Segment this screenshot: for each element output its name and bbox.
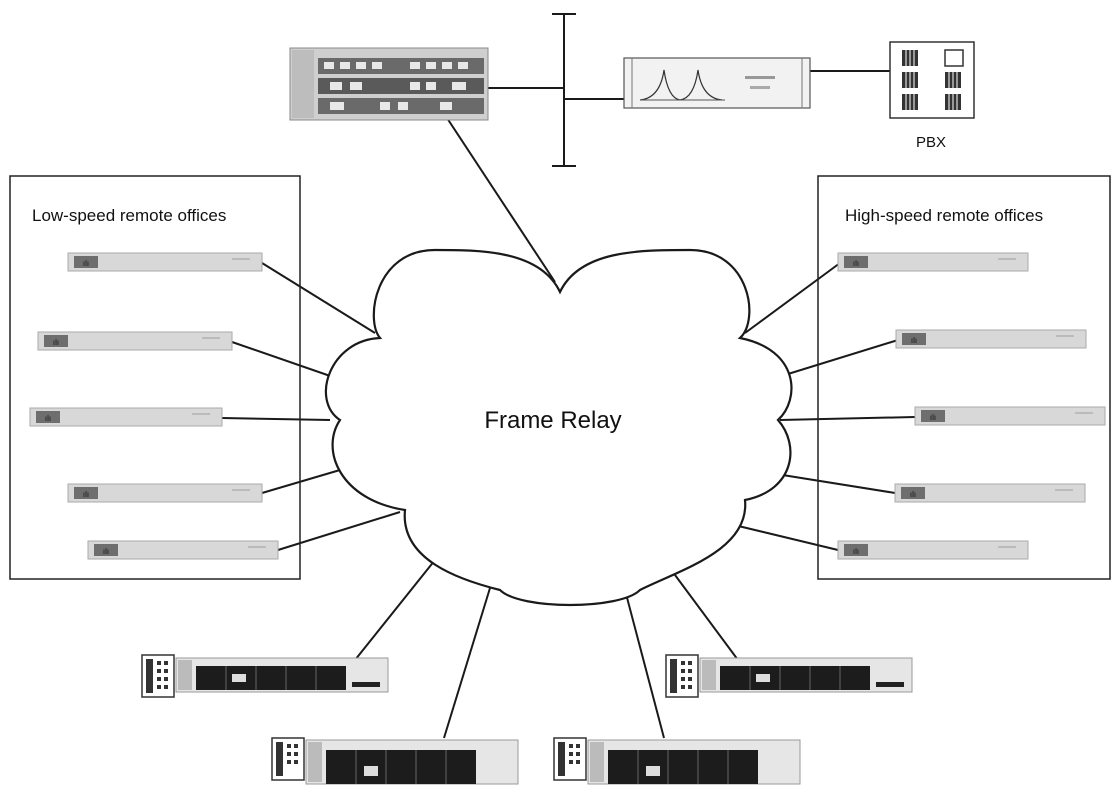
router-icon: ılı: [837, 252, 1029, 272]
low-speed-offices-group: Low-speed remote offices: [9, 175, 301, 580]
ip-phone-icon: [553, 737, 587, 781]
svg-text:ılı: ılı: [83, 490, 89, 499]
left-link-2: [231, 341, 337, 379]
branch-router-bottom-right: [665, 654, 913, 698]
ip-phone-icon: [665, 654, 699, 698]
svg-text:ılı: ılı: [910, 490, 916, 499]
hq-router: [289, 47, 489, 121]
router-icon: ılı: [914, 406, 1106, 426]
high-speed-offices-box: [817, 175, 1111, 580]
svg-text:ılı: ılı: [83, 259, 89, 268]
router-icon: ılı: [837, 540, 1029, 560]
branch-router-bottom-center-left: [271, 737, 519, 785]
router-icon: ılı: [894, 483, 1086, 503]
right-link-3: [779, 416, 916, 421]
svg-text:ılı: ılı: [53, 338, 59, 347]
high-speed-offices-group: High-speed remote offices: [817, 175, 1111, 580]
branch-router-bottom-center-right: [553, 737, 801, 785]
svg-text:ılı: ılı: [853, 547, 859, 556]
connection-lines: [221, 13, 916, 739]
low-speed-offices-box: [9, 175, 301, 580]
cloud-label: Frame Relay: [484, 407, 621, 434]
router-icon: ılı: [87, 540, 279, 560]
router-icon: ılı: [67, 252, 263, 272]
high-speed-routers: ılı ılı ılı ılı ılı: [837, 252, 1106, 560]
ip-phone-icon: [271, 737, 305, 781]
left-link-3: [221, 417, 331, 421]
svg-text:ılı: ılı: [103, 547, 109, 556]
right-link-1: [744, 262, 841, 334]
router-icon: ılı: [67, 483, 263, 503]
pbx: PBX: [889, 41, 975, 151]
left-link-1: [261, 262, 376, 334]
svg-text:ılı: ılı: [911, 336, 917, 345]
bottom-link-1: [354, 559, 436, 661]
svg-text:ılı: ılı: [930, 413, 936, 422]
low-speed-offices-label: Low-speed remote offices: [32, 206, 226, 225]
high-speed-offices-label: High-speed remote offices: [845, 206, 1043, 225]
right-link-4: [769, 472, 896, 494]
router-icon: ılı: [29, 407, 223, 427]
router-icon: ılı: [895, 329, 1087, 349]
ip-phone-icon: [141, 654, 175, 698]
branch-router-bottom-left: [141, 654, 389, 698]
voice-gateway: [623, 57, 811, 109]
bottom-link-3: [624, 589, 665, 739]
left-link-5: [277, 511, 401, 551]
svg-text:ılı: ılı: [45, 414, 51, 423]
low-speed-routers: ılı ılı ılı ılı ılı: [29, 252, 279, 560]
pbx-label: PBX: [916, 134, 946, 151]
svg-text:ılı: ılı: [853, 259, 859, 268]
left-link-4: [261, 469, 341, 494]
hq-router-link: [446, 117, 556, 283]
router-icon: ılı: [37, 331, 233, 351]
frame-relay-cloud: Frame Relay: [324, 248, 793, 607]
cloud-shape: [324, 248, 793, 607]
bottom-link-2: [443, 587, 491, 739]
bottom-link-4: [674, 574, 739, 661]
right-link-2: [774, 339, 899, 379]
